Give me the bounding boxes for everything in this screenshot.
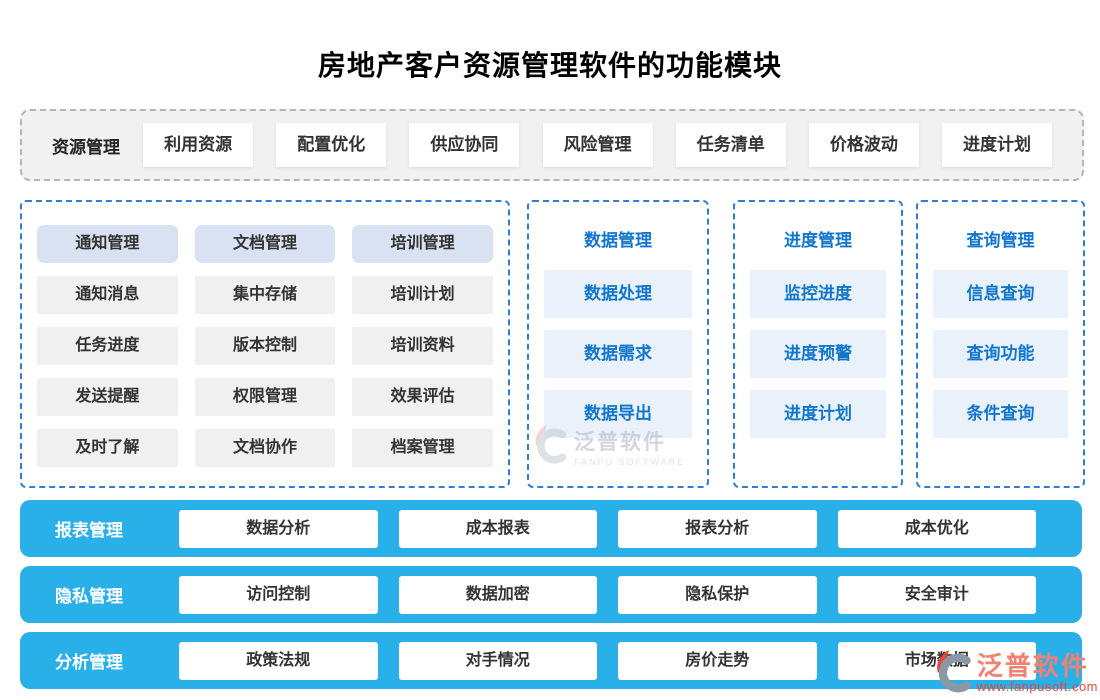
panel-progress-header: 进度管理 [784, 231, 852, 250]
bar-privacy-management: 隐私管理 访问控制 数据加密 隐私保护 安全审计 [20, 566, 1082, 623]
panel-progress-item: 监控进度 [750, 270, 886, 318]
resource-chip: 供应协同 [409, 123, 520, 167]
matrix-item: 培训资料 [352, 327, 493, 365]
module-matrix-panel: 通知管理 文档管理 培训管理 通知消息 集中存储 培训计划 任务进度 版本控制 … [20, 200, 510, 488]
bar-privacy-chip: 访问控制 [179, 575, 378, 614]
bar-report-chip: 成本报表 [398, 509, 597, 548]
bar-privacy-chip: 数据加密 [398, 575, 597, 614]
matrix-item: 通知消息 [37, 276, 178, 314]
panel-query-item: 条件查询 [933, 390, 1068, 438]
matrix-item: 培训计划 [352, 276, 493, 314]
matrix-item: 发送提醒 [37, 378, 178, 416]
panel-data-item: 数据需求 [544, 330, 692, 378]
resource-chip: 任务清单 [675, 123, 786, 167]
page-title: 房地产客户资源管理软件的功能模块 [317, 50, 782, 81]
panel-progress-item: 进度预警 [750, 330, 886, 378]
bar-privacy-chip: 隐私保护 [618, 575, 817, 614]
panel-progress-management: 进度管理 监控进度 进度预警 进度计划 [733, 200, 903, 488]
matrix-header-document: 文档管理 [194, 225, 336, 263]
resource-chip: 价格波动 [808, 123, 919, 167]
bar-report-chip: 成本优化 [837, 509, 1036, 548]
matrix-item: 集中存储 [194, 276, 336, 314]
panel-data-item: 数据处理 [544, 270, 692, 318]
bar-analysis-chip: 市场数据 [837, 641, 1036, 680]
matrix-item: 档案管理 [352, 429, 493, 467]
bar-privacy-label: 隐私管理 [55, 587, 123, 606]
panel-query-item: 信息查询 [933, 270, 1068, 318]
matrix-item: 文档协作 [194, 429, 336, 467]
matrix-item: 及时了解 [37, 429, 178, 467]
resource-chip: 配置优化 [276, 123, 387, 167]
panel-query-header: 查询管理 [966, 231, 1035, 250]
panel-query-management: 查询管理 信息查询 查询功能 条件查询 [916, 200, 1085, 488]
matrix-header-notice: 通知管理 [37, 225, 178, 263]
bar-analysis-chip: 房价走势 [618, 641, 817, 680]
panel-query-item: 查询功能 [933, 330, 1068, 378]
bar-analysis-chip: 对手情况 [398, 641, 597, 680]
bar-report-management: 报表管理 数据分析 成本报表 报表分析 成本优化 [20, 500, 1082, 557]
bar-analysis-label: 分析管理 [55, 653, 123, 672]
resource-band: 资源管理 利用资源 配置优化 供应协同 风险管理 任务清单 价格波动 进度计划 [20, 109, 1084, 181]
bar-report-chip: 数据分析 [179, 509, 378, 548]
resource-chip: 进度计划 [941, 123, 1052, 167]
matrix-item: 效果评估 [352, 378, 493, 416]
bar-report-chip: 报表分析 [618, 509, 817, 548]
resource-band-label: 资源管理 [52, 137, 120, 157]
panel-progress-item: 进度计划 [750, 390, 886, 438]
matrix-item: 任务进度 [37, 327, 178, 365]
panel-data-header: 数据管理 [584, 231, 652, 250]
matrix-item: 权限管理 [194, 378, 336, 416]
matrix-item: 版本控制 [194, 327, 336, 365]
panel-data-management: 数据管理 数据处理 数据需求 数据导出 [527, 200, 709, 488]
bar-analysis-management: 分析管理 政策法规 对手情况 房价走势 市场数据 [20, 632, 1082, 689]
bar-report-label: 报表管理 [55, 521, 123, 540]
bar-analysis-chip: 政策法规 [179, 641, 378, 680]
panel-data-item: 数据导出 [544, 390, 692, 438]
resource-chip: 风险管理 [542, 123, 653, 167]
bar-privacy-chip: 安全审计 [837, 575, 1036, 614]
resource-chip: 利用资源 [143, 123, 254, 167]
matrix-header-training: 培训管理 [352, 225, 493, 263]
